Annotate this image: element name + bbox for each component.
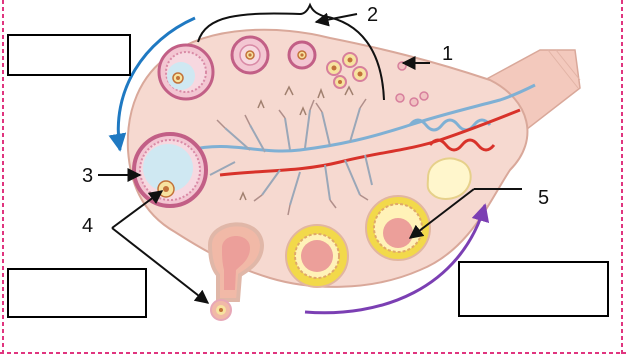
label-5: 5 [538,188,549,208]
graafian-follicle [134,134,206,206]
corpus-albicans [428,158,471,199]
label-1: 1 [442,44,453,64]
answer-box-top-left[interactable] [7,34,131,76]
label-4: 4 [82,216,93,236]
label-3: 3 [82,166,93,186]
label-2: 2 [367,5,378,25]
answer-box-bottom-left[interactable] [7,268,147,318]
answer-box-bottom-right[interactable] [458,261,609,317]
